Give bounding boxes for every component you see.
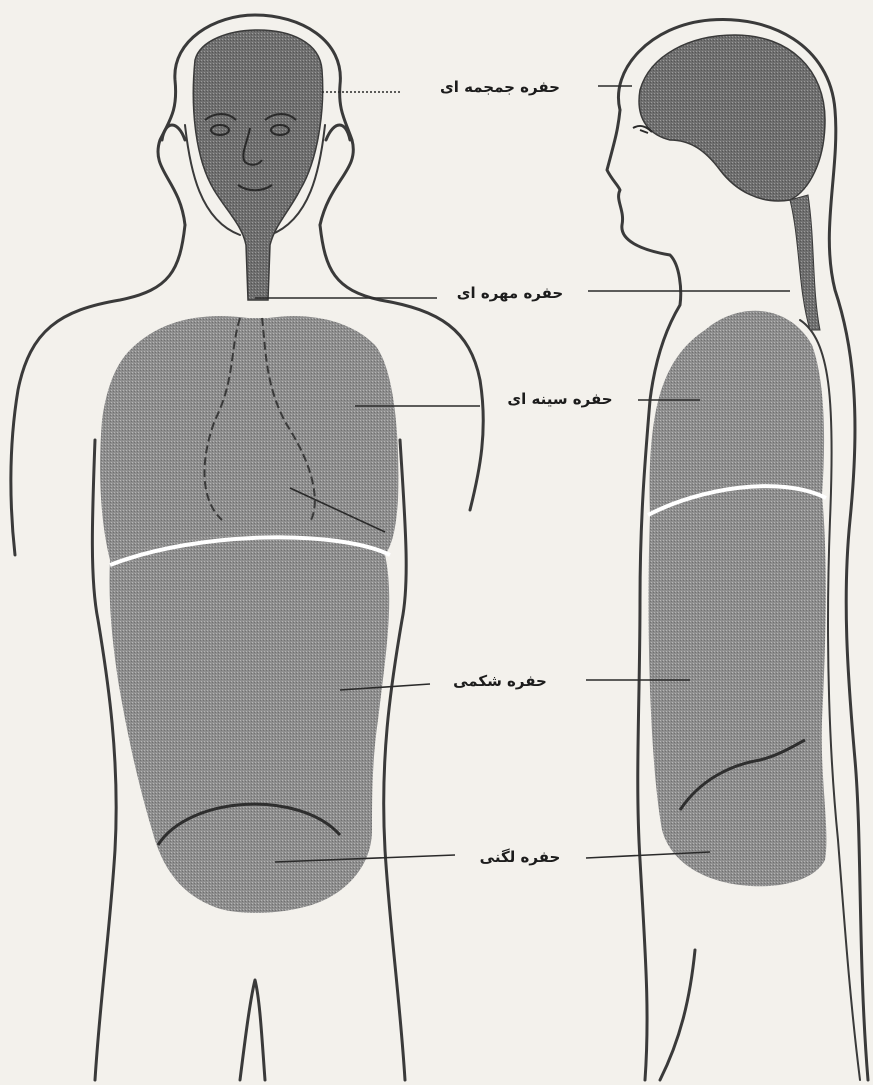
side-cranial-cavity <box>639 35 825 201</box>
front-cranial-cavity <box>193 30 322 300</box>
side-vertebral-cavity <box>790 195 820 330</box>
front-thoracic-cavity <box>100 316 398 560</box>
label-vertebral-cavity: حفره مهره ای <box>457 284 564 302</box>
label-pelvic-cavity: حفره لگنی <box>480 848 561 866</box>
label-thoracic-cavity: حفره سینه ای <box>507 390 612 408</box>
side-thoracic-cavity <box>650 311 825 515</box>
side-abdominal-cavity <box>649 486 827 887</box>
label-abdominal-cavity: حفره شکمی <box>453 672 547 690</box>
label-cranial-cavity: حفره جمجمه ای <box>440 78 560 96</box>
front-abdominal-cavity <box>109 535 389 913</box>
